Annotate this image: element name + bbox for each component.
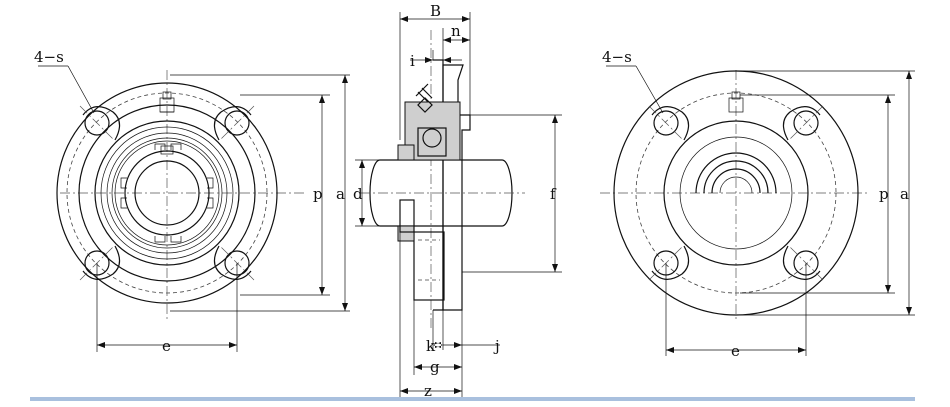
left-set-screw xyxy=(160,145,174,155)
mid-i-label: i xyxy=(410,52,415,70)
right-housing-outer xyxy=(663,120,809,266)
mid-d-label: d xyxy=(353,185,363,203)
left-bolt-holes xyxy=(79,105,255,281)
mid-n-arrows xyxy=(443,37,470,43)
mid-j-label: j xyxy=(493,337,500,355)
mid-g-label: g xyxy=(430,358,440,376)
collar-inner xyxy=(399,199,415,233)
mid-d-arrows xyxy=(359,160,365,226)
right-e-label: e xyxy=(731,342,740,360)
mid-B-label: B xyxy=(430,2,441,20)
left-e-label: e xyxy=(162,337,171,355)
left-p-label: p xyxy=(313,185,323,203)
mid-k-arrows xyxy=(433,342,443,348)
right-p-label: p xyxy=(879,185,889,203)
bearing-race xyxy=(417,127,447,157)
left-housing-inner xyxy=(94,120,240,266)
left-flange-outer xyxy=(56,82,278,304)
mid-grease-nipple-icon xyxy=(415,83,433,113)
right-holes-leader-arrow xyxy=(635,65,664,114)
left-bolt-circle xyxy=(66,92,268,294)
right-bearing-arcs xyxy=(695,152,777,194)
left-collar-teeth xyxy=(120,143,214,243)
left-housing-rim xyxy=(78,104,256,282)
mid-n-label: n xyxy=(451,22,461,40)
left-holes-label: 4−s xyxy=(34,48,64,66)
right-grease-nipple-icon xyxy=(728,91,744,113)
left-a-label: a xyxy=(336,185,345,203)
mid-j-arrow xyxy=(454,342,462,348)
right-bolt-circle xyxy=(635,92,837,294)
left-grease-nipple-icon xyxy=(159,91,175,113)
right-flange-outer xyxy=(613,70,859,316)
right-holes-label: 4−s xyxy=(602,48,632,66)
middle-section-view: f d B n i k j g xyxy=(353,2,562,400)
left-inner-ring xyxy=(124,150,210,236)
collar-top xyxy=(397,144,415,161)
left-front-view: 4−s p a e xyxy=(34,48,350,355)
mid-f-label: f xyxy=(550,185,557,203)
ball-icon xyxy=(422,128,442,148)
flange-face xyxy=(433,59,444,311)
right-housing-inner xyxy=(679,136,793,250)
mid-k-label: k xyxy=(426,337,436,355)
mid-i-arrows xyxy=(425,57,451,63)
left-collar-ring xyxy=(114,140,220,246)
left-holes-leader-arrow xyxy=(67,65,95,114)
right-a-label: a xyxy=(900,185,909,203)
collar-bottom xyxy=(397,225,415,242)
right-bolt-holes xyxy=(648,105,824,281)
left-bearing-ring xyxy=(106,132,228,254)
bottom-rule xyxy=(30,397,915,401)
shaft xyxy=(369,159,513,227)
left-bearing-outer xyxy=(100,126,234,260)
left-collar-outer xyxy=(111,137,223,249)
left-shaft xyxy=(134,160,200,226)
mid-B-arrows xyxy=(400,16,470,22)
right-back-view: 4−s p a e xyxy=(600,48,915,360)
flange-body xyxy=(442,64,471,311)
housing-lower xyxy=(413,231,445,301)
mid-z-label: z xyxy=(424,382,432,400)
